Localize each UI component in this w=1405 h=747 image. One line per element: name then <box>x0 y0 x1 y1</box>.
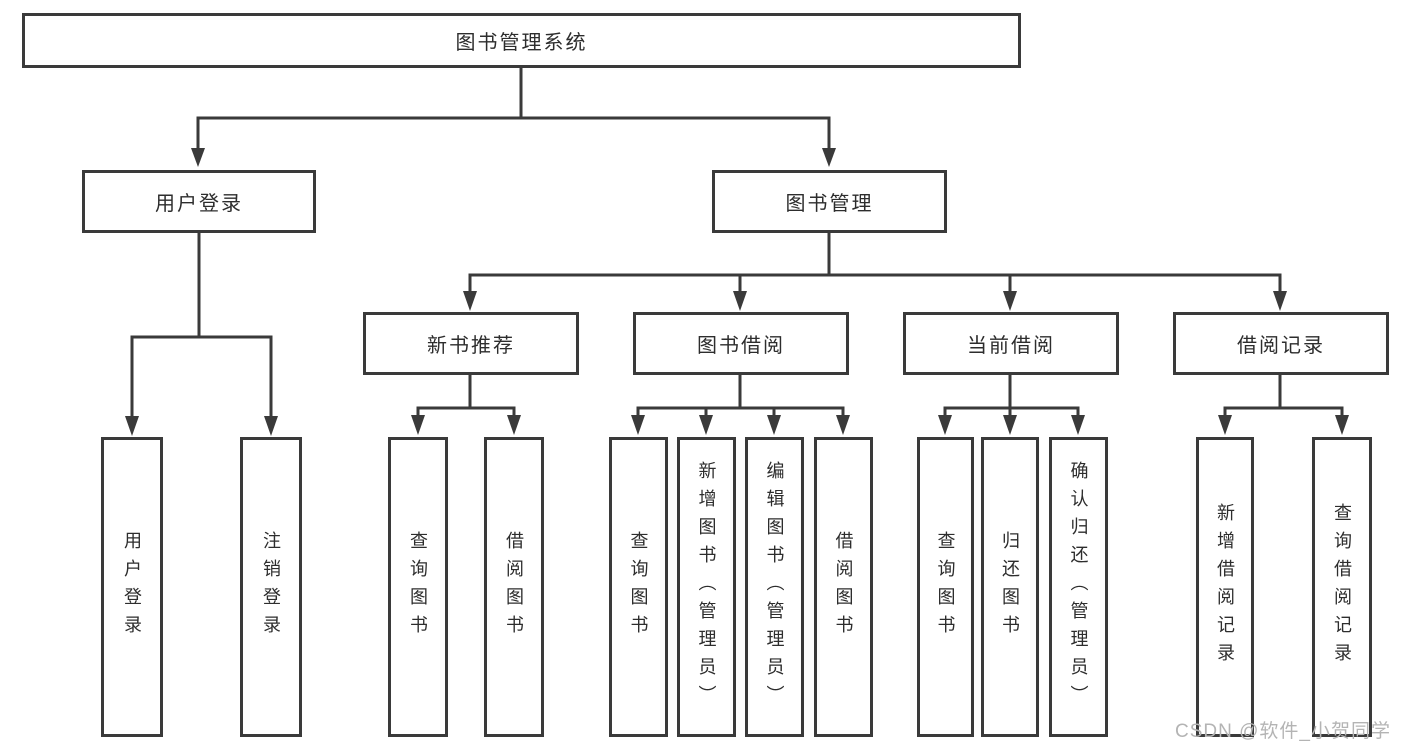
arrow-down-icon <box>411 415 425 435</box>
node-borrowing-records: 借阅记录 <box>1173 312 1389 375</box>
connector-bookmgmt-branch <box>468 273 1282 292</box>
leaf-add-borrow-record: 新增借阅记录 <box>1196 437 1254 737</box>
leaf-add-book-admin: 新增图书（管理员） <box>677 437 736 737</box>
arrow-down-icon <box>1218 415 1232 435</box>
leaf-confirm-return-admin: 确认归还（管理员） <box>1049 437 1108 737</box>
leaf-query-books-borrowing: 查询图书 <box>609 437 668 737</box>
node-root: 图书管理系统 <box>22 13 1021 68</box>
connector-borrow-branch <box>636 406 845 418</box>
arrow-down-icon <box>822 148 836 167</box>
node-book-borrowing: 图书借阅 <box>633 312 849 375</box>
arrow-down-icon <box>125 416 139 436</box>
arrow-down-icon <box>733 291 747 311</box>
arrow-down-icon <box>264 416 278 436</box>
arrow-down-icon <box>1071 415 1085 435</box>
arrow-down-icon <box>191 148 205 167</box>
connector-newbook-branch <box>416 406 516 418</box>
node-current-borrowing: 当前借阅 <box>903 312 1119 375</box>
arrow-down-icon <box>1003 415 1017 435</box>
arrow-down-icon <box>836 415 850 435</box>
arrow-down-icon <box>631 415 645 435</box>
watermark: CSDN @软件_小贺同学 <box>1175 721 1391 742</box>
arrow-down-icon <box>938 415 952 435</box>
leaf-query-borrow-record: 查询借阅记录 <box>1312 437 1372 737</box>
arrow-down-icon <box>767 415 781 435</box>
leaf-borrow-books-borrowing: 借阅图书 <box>814 437 873 737</box>
arrow-down-icon <box>1273 291 1287 311</box>
arrow-down-icon <box>699 415 713 435</box>
leaf-user-login: 用户登录 <box>101 437 163 737</box>
node-book-management: 图书管理 <box>712 170 947 233</box>
arrow-down-icon <box>463 291 477 311</box>
arrow-down-icon <box>507 415 521 435</box>
leaf-edit-book-admin: 编辑图书（管理员） <box>745 437 804 737</box>
connector-userlogin-branch <box>130 335 273 418</box>
arrow-down-icon <box>1003 291 1017 311</box>
leaf-return-books: 归还图书 <box>981 437 1039 737</box>
leaf-query-books-current: 查询图书 <box>917 437 974 737</box>
node-user-login: 用户登录 <box>82 170 316 233</box>
connector-root-branch <box>196 116 831 150</box>
leaf-query-books-newbook: 查询图书 <box>388 437 448 737</box>
leaf-logout: 注销登录 <box>240 437 302 737</box>
connector-current-branch <box>943 406 1080 418</box>
arrow-down-icon <box>1335 415 1349 435</box>
node-new-book-recommendation: 新书推荐 <box>363 312 579 375</box>
connector-records-branch <box>1223 406 1344 418</box>
leaf-borrow-books-newbook: 借阅图书 <box>484 437 544 737</box>
